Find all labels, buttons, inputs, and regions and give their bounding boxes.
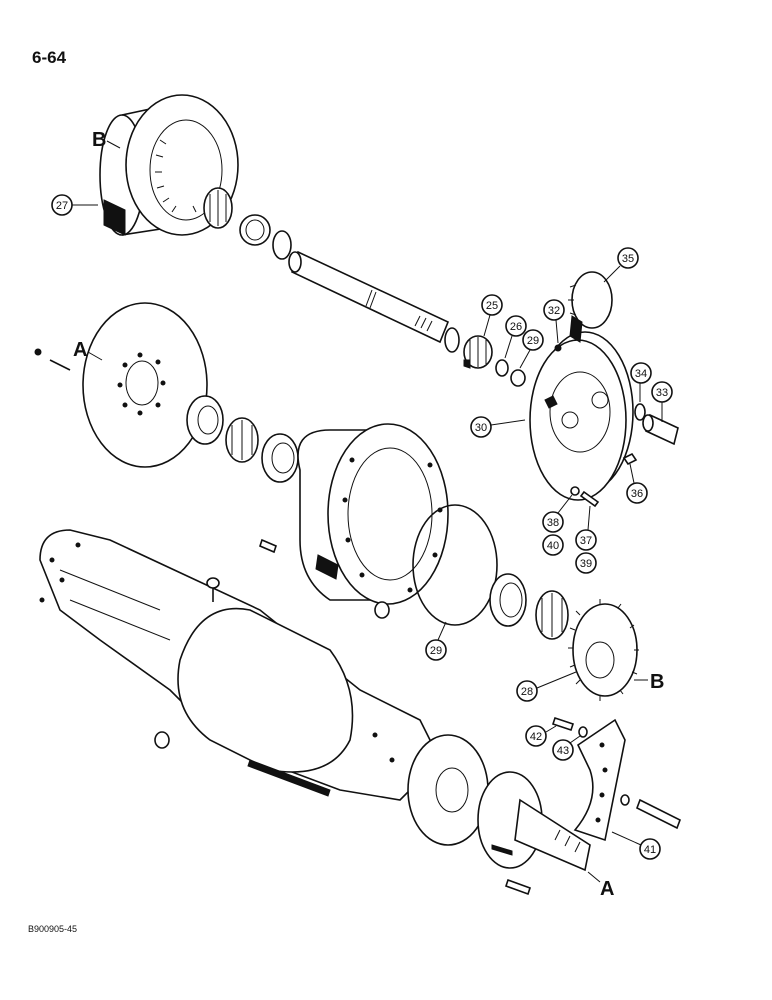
snap-ring-shaft: [272, 230, 292, 260]
callout-39: 39: [575, 552, 597, 574]
sun-gear: [568, 599, 639, 701]
callout-26: 26: [504, 315, 527, 359]
bracket: [573, 718, 626, 842]
svg-text:32: 32: [548, 305, 560, 317]
callout-32: 32: [543, 299, 565, 344]
svg-text:34: 34: [635, 368, 647, 380]
planet-shaft: [634, 403, 679, 446]
svg-text:33: 33: [656, 387, 668, 399]
spacer-ring: [495, 359, 509, 377]
thrust-bushing: [510, 369, 526, 387]
ball-pin: [554, 344, 562, 352]
svg-text:39: 39: [580, 558, 592, 570]
leader-b-upper: [106, 140, 121, 149]
bearing-cup: [261, 433, 299, 483]
svg-text:29: 29: [527, 335, 539, 347]
svg-text:25: 25: [486, 300, 498, 312]
hub-nut: [374, 601, 390, 619]
letter-a-upper: A: [73, 339, 87, 361]
bolt-42: [551, 716, 575, 732]
wheel-hub: [297, 423, 449, 605]
shaft-washer: [444, 327, 460, 353]
svg-text:41: 41: [644, 844, 656, 856]
callout-40: 40: [542, 534, 564, 556]
snap-ring-upper: [239, 214, 271, 246]
callout-42: 42: [525, 725, 557, 747]
spindle-bolt: [504, 878, 532, 896]
svg-text:42: 42: [530, 731, 542, 743]
brake-disc-upper: [82, 302, 208, 468]
letter-a-lower: A: [600, 878, 614, 900]
svg-text:38: 38: [547, 517, 559, 529]
axle-housing: [39, 529, 441, 801]
callout-37: 37: [575, 505, 597, 551]
callout-43: 43: [552, 735, 581, 761]
callout-33: 33: [651, 381, 673, 422]
bracket-bolt: [620, 794, 682, 830]
callout-30: 30: [470, 416, 526, 438]
washer-43: [578, 726, 588, 738]
leader-a-upper: [87, 351, 103, 361]
svg-text:29: 29: [430, 645, 442, 657]
svg-text:27: 27: [56, 200, 68, 212]
callout-41: 41: [611, 831, 661, 860]
svg-text:26: 26: [510, 321, 522, 333]
outer-bearing-cup: [489, 573, 527, 627]
planet-carrier: [529, 331, 634, 501]
figure-id: B900905-45: [28, 924, 78, 934]
breather: [206, 577, 220, 602]
snap-ring: [412, 504, 498, 626]
carrier-bolt: [570, 486, 600, 508]
leader-a-lower: [587, 871, 601, 883]
hub-stud: [259, 538, 277, 554]
seal: [186, 395, 224, 445]
axle-shaft: [288, 250, 450, 344]
plug: [622, 452, 638, 466]
callout-38: 38: [542, 494, 573, 533]
spindle: [477, 771, 591, 872]
bearing-cage: [203, 187, 233, 229]
callout-35: 35: [603, 247, 639, 283]
letter-b-upper: B: [92, 129, 106, 151]
svg-text:37: 37: [580, 535, 592, 547]
bearing-cone: [225, 417, 259, 463]
svg-text:43: 43: [557, 745, 569, 757]
callout-28: 28: [516, 671, 577, 702]
callout-25: 25: [481, 294, 503, 337]
callout-31: 29: [519, 329, 544, 369]
callout-36: 36: [626, 463, 648, 504]
svg-text:40: 40: [547, 540, 559, 552]
planet-pinion: [568, 271, 613, 343]
svg-text:28: 28: [521, 686, 533, 698]
callout-29: 29: [425, 621, 447, 661]
dowel-pins: [34, 348, 71, 371]
letter-b-lower: B: [650, 671, 664, 693]
drain-plug: [154, 731, 170, 749]
svg-text:30: 30: [475, 422, 487, 434]
brake-disc-lower: [407, 734, 489, 846]
page-number: 6-64: [32, 48, 67, 67]
pinion-bearing: [463, 335, 493, 369]
outer-bearing-cone: [535, 590, 569, 640]
callout-27: 27: [51, 194, 98, 216]
svg-text:35: 35: [622, 253, 634, 265]
callout-34: 34: [630, 362, 652, 402]
svg-text:36: 36: [631, 488, 643, 500]
